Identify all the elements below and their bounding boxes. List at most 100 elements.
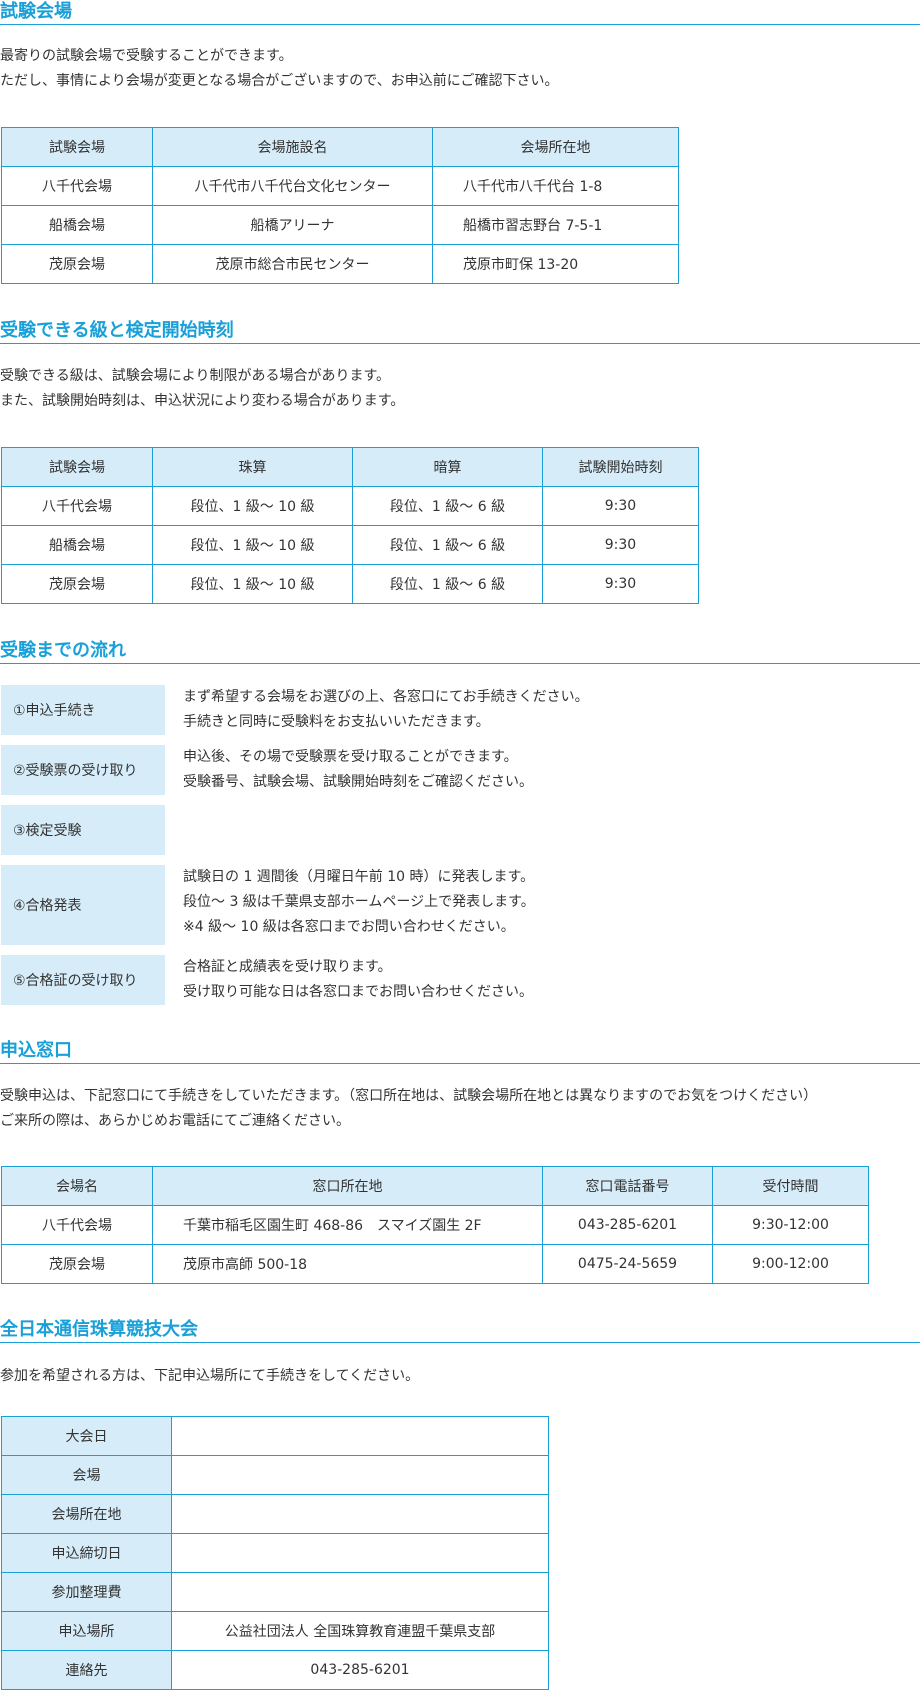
venue-cell: 八千代会場 (1, 166, 153, 206)
row-value: 公益社団法人 全国珠算教育連盟千葉県支部 (171, 1611, 549, 1651)
flow-line: 手続きと同時に受験料をお支払いいただきます。 (183, 714, 490, 730)
flow-step-text: 試験日の 1 週間後（月曜日午前 10 時）に発表します。 段位～ 3 級は千葉… (183, 865, 535, 940)
start-time-cell: 9:30 (542, 564, 699, 604)
table-row: 船橋会場 段位、1 級～ 10 級 段位、1 級～ 6 級 9:30 (1, 525, 699, 565)
venue-cell: 船橋会場 (1, 205, 153, 245)
flow-line: まず希望する会場をお選びの上、各窓口にてお手続きください。 (183, 689, 589, 705)
table-row: 大会日 (1, 1416, 549, 1456)
mental-grade-cell: 段位、1 級～ 6 級 (352, 564, 543, 604)
table-header-row: 試験会場 会場施設名 会場所在地 (1, 127, 679, 167)
row-label: 申込締切日 (1, 1533, 172, 1573)
windows-table: 会場名 窓口所在地 窓口電話番号 受付時間 八千代会場 千葉市稲毛区園生町 46… (1, 1166, 869, 1284)
facility-cell: 茂原市総合市民センター (152, 244, 433, 284)
hours-cell: 9:30-12:00 (712, 1205, 869, 1245)
row-value (171, 1533, 549, 1573)
hours-cell: 9:00-12:00 (712, 1244, 869, 1284)
table-row: 参加整理費 (1, 1572, 549, 1612)
venue-cell: 茂原会場 (1, 564, 153, 604)
section-title-windows: 申込窓口 (0, 1039, 920, 1064)
venue-cell: 八千代会場 (1, 486, 153, 526)
flow-step-label: ④合格発表 (1, 865, 165, 945)
section-title-venues: 試験会場 (0, 0, 920, 25)
row-value (171, 1572, 549, 1612)
intro-line: 受験申込は、下記窓口にて手続きをしていただきます。（窓口所在地は、試験会場所在地… (0, 1088, 818, 1104)
flow-line: 試験日の 1 週間後（月曜日午前 10 時）に発表します。 (183, 869, 535, 885)
grades-table: 試験会場 珠算 暗算 試験開始時刻 八千代会場 段位、1 級～ 10 級 段位、… (1, 447, 699, 604)
abacus-grade-cell: 段位、1 級～ 10 級 (152, 525, 353, 565)
window-address-cell: 茂原市高師 500-18 (152, 1244, 543, 1284)
column-header: 珠算 (152, 447, 353, 487)
facility-cell: 船橋アリーナ (152, 205, 433, 245)
row-label: 大会日 (1, 1416, 172, 1456)
flow-line: 受験番号、試験会場、試験開始時刻をご確認ください。 (183, 774, 533, 790)
grades-intro: 受験できる級は、試験会場により制限がある場合があります。 また、試験開始時刻は、… (0, 364, 920, 414)
section-title-grades: 受験できる級と検定開始時刻 (0, 319, 920, 344)
flow-line: 受け取り可能な日は各窓口までお問い合わせください。 (183, 984, 533, 1000)
contest-table: 大会日 会場 会場所在地 申込締切日 参加整理費 申込場所 公益社団法人 全国珠… (1, 1416, 549, 1690)
address-cell: 船橋市習志野台 7-5-1 (432, 205, 679, 245)
row-label: 申込場所 (1, 1611, 172, 1651)
mental-grade-cell: 段位、1 級～ 6 級 (352, 525, 543, 565)
row-value (171, 1494, 549, 1534)
table-row: 八千代会場 八千代市八千代台文化センター 八千代市八千代台 1-8 (1, 166, 679, 206)
address-cell: 八千代市八千代台 1-8 (432, 166, 679, 206)
row-label: 参加整理費 (1, 1572, 172, 1612)
table-row: 八千代会場 千葉市稲毛区園生町 468-86 スマイズ園生 2F 043-285… (1, 1205, 869, 1245)
abacus-grade-cell: 段位、1 級～ 10 級 (152, 486, 353, 526)
windows-intro: 受験申込は、下記窓口にて手続きをしていただきます。（窓口所在地は、試験会場所在地… (0, 1084, 920, 1134)
mental-grade-cell: 段位、1 級～ 6 級 (352, 486, 543, 526)
row-value: 043-285-6201 (171, 1650, 549, 1690)
intro-line: ご来所の際は、あらかじめお電話にてご連絡ください。 (0, 1113, 350, 1129)
flow-line: 合格証と成績表を受け取ります。 (183, 959, 392, 975)
venue-cell: 茂原会場 (1, 244, 153, 284)
table-row: 会場 (1, 1455, 549, 1495)
venue-cell: 八千代会場 (1, 1205, 153, 1245)
column-header: 会場施設名 (152, 127, 433, 167)
window-address-cell: 千葉市稲毛区園生町 468-86 スマイズ園生 2F (152, 1205, 543, 1245)
phone-cell: 043-285-6201 (542, 1205, 713, 1245)
contest-intro: 参加を希望される方は、下記申込場所にて手続きをしてください。 (0, 1364, 920, 1389)
table-row: 申込場所 公益社団法人 全国珠算教育連盟千葉県支部 (1, 1611, 549, 1651)
venue-cell: 船橋会場 (1, 525, 153, 565)
column-header: 暗算 (352, 447, 543, 487)
table-row: 八千代会場 段位、1 級～ 10 級 段位、1 級～ 6 級 9:30 (1, 486, 699, 526)
row-label: 会場所在地 (1, 1494, 172, 1534)
flow-line: 段位～ 3 級は千葉県支部ホームページ上で発表します。 (183, 894, 535, 910)
row-label: 会場 (1, 1455, 172, 1495)
abacus-grade-cell: 段位、1 級～ 10 級 (152, 564, 353, 604)
flow-line: 申込後、その場で受験票を受け取ることができます。 (183, 749, 518, 765)
start-time-cell: 9:30 (542, 486, 699, 526)
table-row: 連絡先 043-285-6201 (1, 1650, 549, 1690)
column-header: 会場名 (1, 1166, 153, 1206)
venue-cell: 茂原会場 (1, 1244, 153, 1284)
row-value (171, 1416, 549, 1456)
flow-step-label: ①申込手続き (1, 685, 165, 735)
facility-cell: 八千代市八千代台文化センター (152, 166, 433, 206)
address-cell: 茂原市町保 13-20 (432, 244, 679, 284)
table-row: 船橋会場 船橋アリーナ 船橋市習志野台 7-5-1 (1, 205, 679, 245)
flow-step-text: 合格証と成績表を受け取ります。 受け取り可能な日は各窓口までお問い合わせください… (183, 955, 533, 1005)
flow-line: ※4 級～ 10 級は各窓口までお問い合わせください。 (183, 919, 515, 935)
intro-line: ただし、事情により会場が変更となる場合がございますので、お申込前にご確認下さい。 (0, 73, 559, 89)
flow-step-text: 申込後、その場で受験票を受け取ることができます。 受験番号、試験会場、試験開始時… (183, 745, 533, 795)
table-row: 申込締切日 (1, 1533, 549, 1573)
venues-intro: 最寄りの試験会場で受験することができます。 ただし、事情により会場が変更となる場… (0, 44, 920, 94)
column-header: 窓口所在地 (152, 1166, 543, 1206)
table-row: 茂原会場 段位、1 級～ 10 級 段位、1 級～ 6 級 9:30 (1, 564, 699, 604)
section-title-contest: 全日本通信珠算競技大会 (0, 1318, 920, 1343)
start-time-cell: 9:30 (542, 525, 699, 565)
flow-step-label: ②受験票の受け取り (1, 745, 165, 795)
row-label: 連絡先 (1, 1650, 172, 1690)
column-header: 受付時間 (712, 1166, 869, 1206)
venues-table: 試験会場 会場施設名 会場所在地 八千代会場 八千代市八千代台文化センター 八千… (1, 127, 679, 284)
column-header: 窓口電話番号 (542, 1166, 713, 1206)
column-header: 会場所在地 (432, 127, 679, 167)
table-header-row: 試験会場 珠算 暗算 試験開始時刻 (1, 447, 699, 487)
phone-cell: 0475-24-5659 (542, 1244, 713, 1284)
section-title-flow: 受験までの流れ (0, 639, 920, 664)
intro-line: 受験できる級は、試験会場により制限がある場合があります。 (0, 368, 391, 384)
flow-step-text: まず希望する会場をお選びの上、各窓口にてお手続きください。 手続きと同時に受験料… (183, 685, 589, 735)
flow-step-label: ⑤合格証の受け取り (1, 955, 165, 1005)
intro-line: 最寄りの試験会場で受験することができます。 (0, 48, 293, 64)
row-value (171, 1455, 549, 1495)
